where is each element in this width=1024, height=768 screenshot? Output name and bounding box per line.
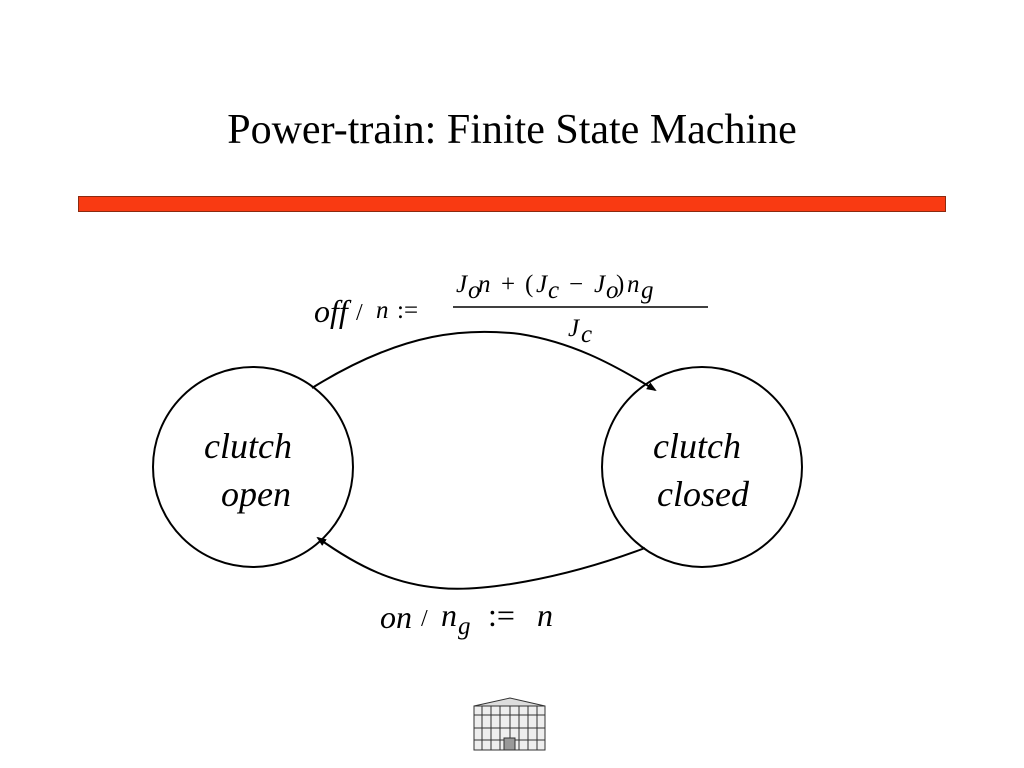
num-n-g: n — [627, 271, 640, 298]
den-sub-c: c — [581, 321, 592, 348]
num-J: J — [456, 271, 469, 298]
transition-label-on: on / n g := n — [380, 597, 553, 640]
num-plus: + — [501, 271, 515, 298]
state-clutch-open: clutch open — [152, 366, 354, 568]
num-rparen: ) — [616, 271, 624, 298]
transition-arrow-closed-to-open — [316, 536, 646, 590]
num-sub-g: g — [641, 277, 654, 304]
slide-title: Power-train: Finite State Machine — [227, 107, 797, 153]
fraction-denominator: J c — [568, 315, 592, 348]
num-n: n — [478, 271, 491, 298]
university-building-logo — [473, 697, 546, 751]
transition-label-off: off / n := J o n + ( J c − J o ) n g J — [314, 271, 708, 348]
num-sub-o: o — [468, 277, 481, 304]
label-slash: / — [421, 606, 428, 632]
num-Jc: J — [536, 271, 549, 298]
event-off: off — [314, 293, 352, 329]
den-J: J — [568, 315, 581, 342]
fraction-numerator: J o n + ( J c − J o ) n g — [456, 271, 654, 304]
state-circle — [152, 366, 354, 568]
transition-arrow-open-to-closed — [311, 330, 657, 392]
num-Jo: J — [594, 271, 607, 298]
assign-operator: := — [488, 597, 515, 633]
assign-lhs: n — [376, 297, 389, 324]
title-rule — [78, 196, 946, 212]
num-sub-c: c — [548, 277, 559, 304]
state-circle — [601, 366, 803, 568]
num-sub-o2: o — [606, 277, 619, 304]
state-label-line1: clutch — [204, 426, 292, 466]
num-lparen: ( — [525, 271, 533, 298]
state-label-line2: closed — [657, 474, 750, 514]
assign-operator: := — [397, 297, 418, 324]
state-label-line2: open — [221, 474, 291, 514]
assign-lhs: n — [441, 597, 457, 633]
assign-rhs: n — [537, 597, 553, 633]
event-on: on — [380, 599, 412, 635]
num-minus: − — [569, 271, 583, 298]
state-clutch-closed: clutch closed — [601, 366, 803, 568]
state-label-line1: clutch — [653, 426, 741, 466]
label-slash: / — [356, 300, 363, 326]
assign-lhs-sub-g: g — [458, 613, 471, 640]
